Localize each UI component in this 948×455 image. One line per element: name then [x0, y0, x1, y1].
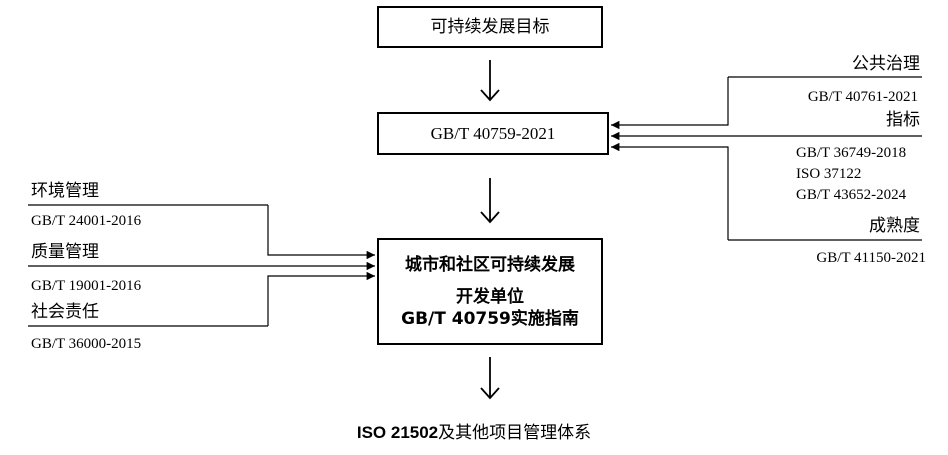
- core-standard-label: GB/T 40759-2021: [430, 123, 556, 143]
- down-arrow-standard-to-center: [480, 178, 500, 224]
- down-arrow-center-to-bottom: [480, 357, 500, 400]
- center-box-line3: GB/T 40759实施指南: [401, 308, 579, 329]
- center-box-line1: 城市和社区可持续发展: [405, 254, 575, 275]
- center-box: 城市和社区可持续发展 开发单位 GB/T 40759实施指南: [377, 238, 603, 345]
- right-label-maturity: 成熟度: [869, 216, 920, 236]
- left-label-social: 社会责任: [31, 302, 99, 322]
- left-connector-social: [28, 271, 375, 327]
- down-arrow-goal-to-standard: [480, 60, 500, 102]
- right-label-governance: 公共治理: [852, 54, 920, 74]
- right-standard-indicators-1: GB/T 36749-2018: [796, 145, 907, 161]
- left-connector-environment: [28, 204, 375, 260]
- bottom-outcome-bold: ISO 21502: [356, 423, 439, 442]
- right-standard-indicators-3: GB/T 43652-2024: [796, 187, 907, 203]
- right-standard-maturity: GB/T 41150-2021: [816, 250, 926, 266]
- right-connector-governance: [611, 76, 922, 130]
- bottom-outcome-rest: 及其他项目管理体系: [438, 423, 592, 443]
- sdg-box: 可持续发展目标: [377, 6, 603, 48]
- left-standard-environment: GB/T 24001-2016: [31, 213, 142, 229]
- right-standard-indicators-2: ISO 37122: [796, 166, 862, 182]
- core-standard-box: GB/T 40759-2021: [377, 112, 609, 155]
- center-box-line2: 开发单位: [456, 286, 524, 307]
- left-standard-social: GB/T 36000-2015: [31, 336, 142, 352]
- right-label-indicators: 指标: [886, 110, 920, 130]
- right-standard-governance: GB/T 40761-2021: [807, 89, 918, 105]
- left-label-environment: 环境管理: [31, 181, 99, 201]
- left-label-quality: 质量管理: [31, 242, 99, 262]
- bottom-outcome: ISO 21502及其他项目管理体系: [0, 423, 948, 443]
- right-connector-maturity: [611, 142, 922, 241]
- left-standard-quality: GB/T 19001-2016: [31, 278, 142, 294]
- sdg-box-label: 可持续发展目标: [430, 17, 550, 37]
